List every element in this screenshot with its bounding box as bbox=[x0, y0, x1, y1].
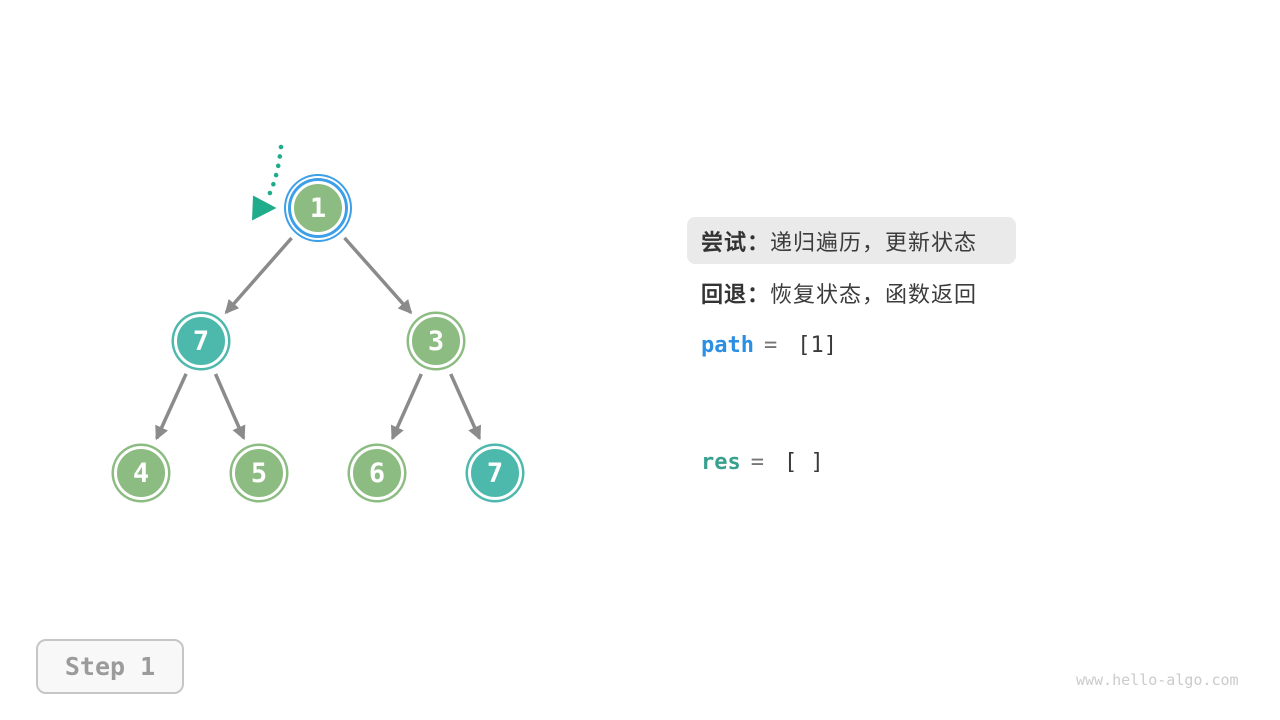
try-action-text: 尝试：递归遍历，更新状态 bbox=[701, 229, 978, 255]
edge-7-4 bbox=[155, 373, 188, 441]
edge-7-5 bbox=[213, 373, 246, 441]
res-variable-name: res bbox=[701, 449, 741, 475]
current-node-pointer-icon bbox=[252, 144, 284, 221]
node-label: 5 bbox=[250, 457, 268, 489]
tree-node-7-right: 7 bbox=[468, 446, 522, 500]
edge-1-3 bbox=[343, 236, 413, 315]
backtrack-action-text: 回退：恢复状态，函数返回 bbox=[701, 282, 978, 307]
path-equals-sign: = bbox=[763, 332, 778, 358]
node-label: 1 bbox=[309, 192, 327, 224]
path-variable-value: [1] bbox=[797, 332, 837, 358]
tree-node-6: 6 bbox=[350, 446, 404, 500]
node-label: 4 bbox=[132, 457, 150, 489]
backtrack-action-line: 回退：恢复状态，函数返回 bbox=[701, 279, 977, 307]
res-variable-value: [ ] bbox=[784, 449, 824, 475]
tree-node-1-current: 1 bbox=[291, 181, 345, 235]
path-variable-name: path bbox=[701, 332, 754, 358]
tree-node-7-left: 7 bbox=[174, 314, 228, 368]
edge-3-7b bbox=[449, 373, 482, 441]
node-label: 7 bbox=[486, 457, 504, 489]
step-badge: Step 1 bbox=[36, 639, 184, 694]
tree-edges bbox=[155, 236, 482, 441]
tree-node-5: 5 bbox=[232, 446, 286, 500]
tree-node-4: 4 bbox=[114, 446, 168, 500]
backtrack-action-label: 回退： bbox=[701, 282, 771, 307]
node-label: 3 bbox=[427, 325, 445, 357]
node-label: 6 bbox=[368, 457, 386, 489]
watermark-text: www.hello-algo.com bbox=[1076, 671, 1239, 689]
res-equals-sign: = bbox=[750, 449, 764, 475]
edge-1-7 bbox=[224, 236, 293, 315]
step-badge-label: Step 1 bbox=[64, 652, 156, 681]
res-variable-line: res = [ ] bbox=[701, 447, 824, 477]
tree-node-3: 3 bbox=[409, 314, 463, 368]
node-label: 7 bbox=[192, 325, 210, 357]
try-action-highlight: 尝试：递归遍历，更新状态 bbox=[687, 217, 1016, 264]
edge-3-6 bbox=[390, 373, 423, 441]
try-action-label: 尝试： bbox=[701, 229, 771, 255]
path-variable-line: path = [1] bbox=[701, 330, 837, 360]
